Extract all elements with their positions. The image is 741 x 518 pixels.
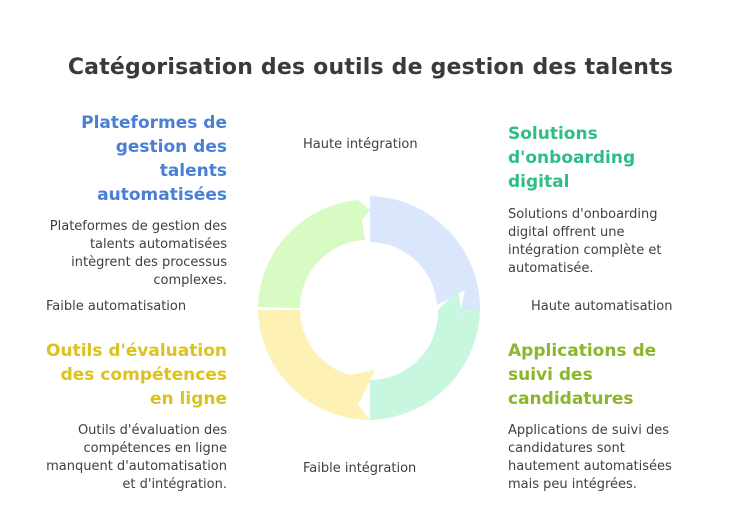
quadrant-desc-line: automatisée.: [508, 261, 594, 276]
quadrant-title-bottom-left: Outils d'évaluation des compétences en l…: [46, 339, 227, 411]
diagram-title: Catégorisation des outils de gestion des…: [67, 55, 674, 80]
quadrant-desc-bottom-left: Outils d'évaluation des compétences en l…: [46, 422, 227, 494]
quadrant-title-line: candidatures: [508, 389, 634, 409]
quadrant-desc-line: talents automatisées: [89, 237, 227, 252]
quadrant-desc-line: Applications de suivi des: [508, 423, 670, 438]
quadrant-desc-line: mais peu intégrées.: [508, 477, 637, 492]
quadrant-desc-line: Solutions d'onboarding: [508, 207, 658, 222]
quadrant-desc-top-right: Solutions d'onboarding digital offrent u…: [508, 206, 662, 278]
quadrant-desc-line: Plateformes de gestion des: [49, 219, 227, 234]
quadrant-desc-bottom-right: Applications de suivi des candidatures s…: [508, 422, 672, 494]
quadrant-desc-top-left: Plateformes de gestion des talents autom…: [50, 218, 227, 290]
quadrant-title-line: des compétences: [60, 365, 227, 385]
quadrant-desc-line: Outils d'évaluation des: [77, 423, 227, 438]
quadrant-title-top-left: Plateformes de gestion des talents autom…: [81, 111, 227, 207]
quadrant-title-line: d'onboarding: [508, 148, 636, 168]
quadrant-cycle-wheel: [258, 196, 480, 420]
quadrant-desc-line: complexes.: [153, 273, 227, 288]
wheel-segment-bottom-left: [258, 310, 375, 420]
quadrant-title-line: Outils d'évaluation: [46, 341, 227, 361]
axis-label-bottom: Faible intégration: [303, 461, 417, 476]
quadrant-desc-line: compétences en ligne: [83, 441, 227, 456]
quadrant-desc-line: hautement automatisées: [508, 459, 672, 474]
wheel-segment-bottom-right: [370, 290, 480, 420]
quadrant-title-line: Solutions: [508, 124, 598, 144]
quadrant-title-line: Applications de: [508, 341, 657, 361]
quadrant-desc-line: et d'intégration.: [122, 477, 227, 492]
quadrant-title-bottom-right: Applications de suivi des candidatures: [508, 339, 656, 411]
quadrant-title-line: talents: [159, 161, 227, 181]
quadrant-desc-line: candidatures sont: [508, 441, 625, 456]
wheel-segment-top-left: [258, 200, 370, 308]
quadrant-title-line: gestion des: [115, 137, 227, 157]
axis-label-right: Haute automatisation: [531, 299, 673, 314]
quadrant-desc-line: digital offrent une: [508, 225, 625, 240]
quadrant-desc-line: intègrent des processus: [71, 255, 227, 270]
axis-label-top: Haute intégration: [303, 137, 418, 152]
quadrant-title-line: digital: [508, 172, 570, 192]
quadrant-desc-line: manquent d'automatisation: [46, 459, 227, 474]
quadrant-title-line: en ligne: [149, 389, 227, 409]
axis-label-left: Faible automatisation: [46, 299, 187, 314]
quadrant-title-line: suivi des: [508, 365, 593, 385]
quadrant-desc-line: intégration complète et: [508, 243, 662, 258]
wheel-segment-top-right: [370, 196, 480, 313]
quadrant-title-line: automatisées: [97, 185, 227, 205]
quadrant-title-top-right: Solutions d'onboarding digital: [508, 122, 635, 194]
quadrant-title-line: Plateformes de: [81, 113, 227, 133]
